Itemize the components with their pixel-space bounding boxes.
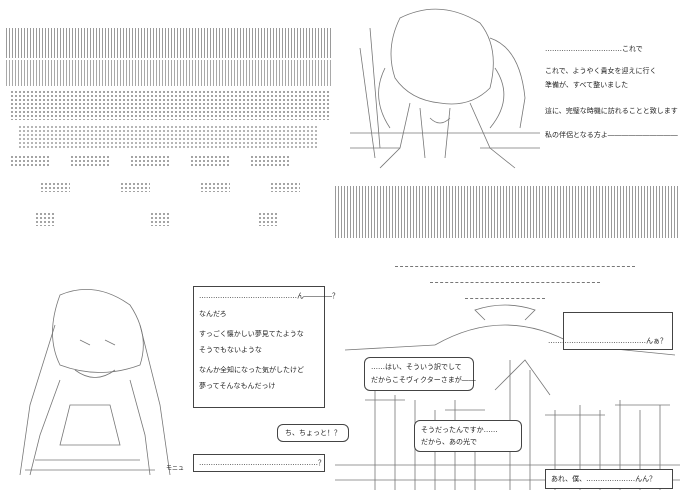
ascii-band	[70, 155, 110, 167]
ascii-band	[6, 60, 333, 86]
bubble-line: だから、あの光で	[421, 438, 477, 446]
narration-line: 這に、完璧な時機に訪れることと致します	[545, 107, 678, 115]
ascii-band	[120, 182, 150, 192]
bubble-line: そうだったんですか……	[421, 426, 498, 434]
narration-line: 準備が、すべて整いました	[545, 81, 629, 89]
dialogue-line: なんか全知になった気がしたけど	[199, 366, 304, 374]
dialogue-line: ……………………………………………？	[199, 459, 325, 467]
ascii-band	[270, 182, 300, 192]
ascii-band	[10, 90, 330, 120]
bubble-text: ち、ちょっと！？	[285, 429, 341, 437]
narration-line: 私の伴侶となる方よ――――――――――	[545, 131, 678, 139]
dialogue-line: なんだろ	[199, 310, 227, 318]
speech-bubble-shout: ち、ちょっと！？	[277, 424, 349, 442]
ascii-band	[200, 182, 230, 192]
separator-line	[430, 282, 600, 283]
ascii-band	[18, 125, 318, 149]
speech-bubble-hai: ……はい、そういう訳でして だからこそヴィクターさまが――	[364, 357, 476, 391]
dialogue-line: そうでもないような	[199, 346, 262, 354]
dialogue-line: 夢ってそんなもんだっけ	[199, 382, 276, 390]
narration-panel: ……………………………これで これで、ようやく貴女を迎えに行く 準備が、すべて整…	[545, 44, 680, 139]
dialogue-box-right-bottom: あれ、僕、…………………んん？	[545, 469, 673, 489]
character-illustration-top	[350, 8, 540, 169]
ascii-band	[130, 155, 170, 167]
ascii-band	[6, 28, 333, 58]
separator-line	[465, 298, 545, 299]
separator-line	[395, 266, 635, 267]
ascii-band	[190, 155, 230, 167]
ascii-band	[150, 212, 170, 226]
ascii-band	[35, 212, 55, 226]
speech-bubble-sou: そうだったんですか…… だから、あの光で	[414, 420, 522, 452]
bubble-line: ……はい、そういう訳でして	[371, 363, 462, 371]
ascii-band	[40, 182, 70, 192]
dialogue-box-wakeup: ……………………………………ん――――？ なんだろ すっごく懐かしい夢見てたよう…	[193, 286, 339, 408]
ascii-art-field-top-left	[0, 0, 335, 240]
ascii-band	[250, 155, 290, 167]
dialogue-box-question: ……………………………………………？	[193, 454, 325, 472]
dialogue-line: ……………………………………んぁ？	[548, 337, 667, 345]
dialogue-box-right: ……………………………………んぁ？	[548, 312, 673, 350]
ascii-band	[258, 212, 278, 226]
character-illustration-bottom-left	[19, 289, 171, 476]
bubble-line: だからこそヴィクターさまが――	[371, 376, 476, 384]
dialogue-line: すっごく懐かしい夢見てたような	[199, 330, 304, 338]
dialogue-title: ……………………………………ん――――？	[199, 292, 339, 300]
small-label: モニュ	[166, 465, 185, 472]
narration-line: これで、ようやく貴女を迎えに行く	[545, 67, 657, 75]
dialogue-line: あれ、僕、…………………んん？	[551, 475, 657, 483]
ascii-band-mid-right	[335, 186, 680, 238]
narration-heading: ……………………………これで	[545, 45, 643, 53]
ascii-band	[10, 155, 50, 167]
